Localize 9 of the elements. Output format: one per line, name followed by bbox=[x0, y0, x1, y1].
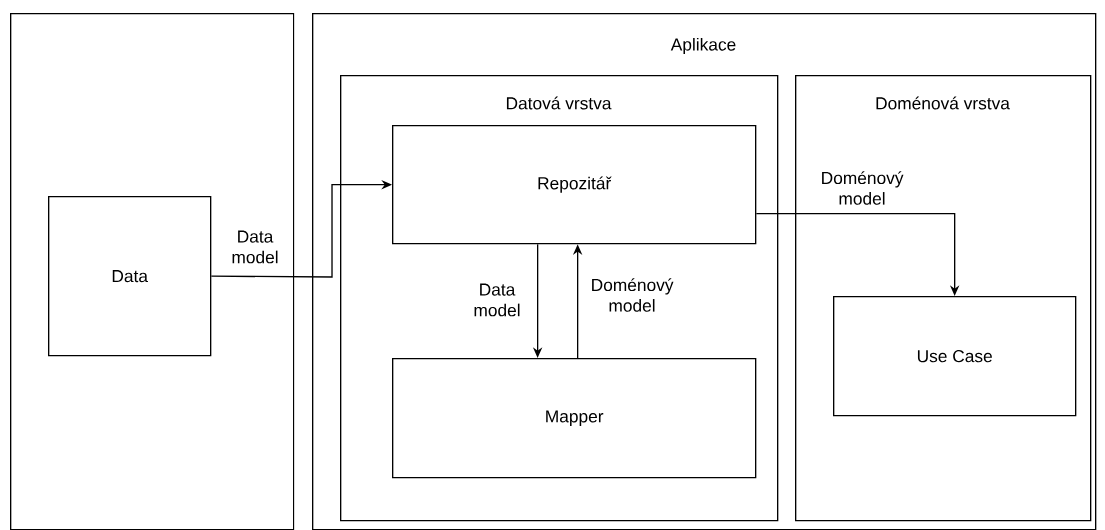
process-box: Repozitář bbox=[392, 125, 757, 245]
edge-label: Doménový model bbox=[819, 169, 905, 207]
edge-label: Data model bbox=[467, 282, 527, 318]
process-box: Use Case bbox=[833, 296, 1077, 417]
process-box: Mapper bbox=[392, 358, 757, 479]
edge-label: Doménový model bbox=[589, 276, 675, 314]
container-box bbox=[10, 13, 295, 530]
process-box: Data bbox=[48, 196, 212, 357]
edge-label: Data model bbox=[225, 229, 285, 265]
